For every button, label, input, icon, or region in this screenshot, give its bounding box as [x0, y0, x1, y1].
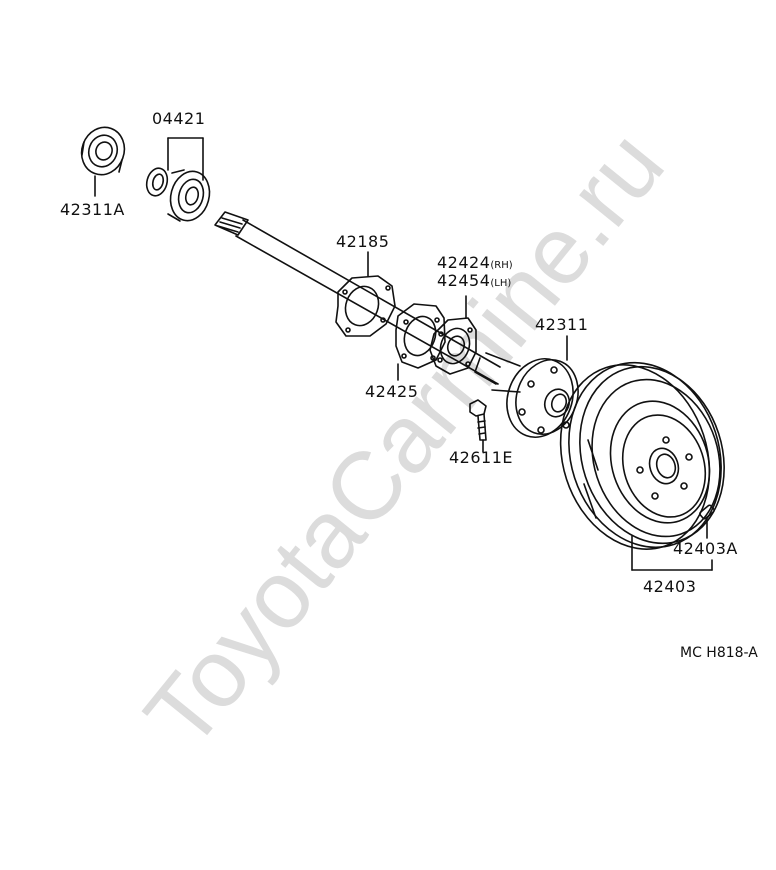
axle-shaft: [214, 211, 521, 393]
figure-code: MC H818-A: [680, 645, 758, 661]
hub-bolt-42611e: [469, 399, 487, 441]
retainer-plate-42185: [335, 251, 396, 337]
part-label-42311: 42311: [535, 315, 589, 334]
part-number-42424: 42424: [437, 253, 491, 272]
gasket-42425: [395, 303, 446, 381]
side-rh: (RH): [490, 260, 513, 271]
part-label-42425: 42425: [365, 382, 419, 401]
part-label-42454: 42454(LH): [437, 273, 511, 289]
part-label-42403a: 42403A: [673, 539, 738, 558]
clip-42403a: [699, 504, 715, 539]
bearing-retainer-42424: [429, 295, 477, 375]
part-label-42311a: 42311A: [60, 200, 125, 219]
brake-drum-42403: [559, 361, 725, 550]
part-label-42403: 42403: [643, 577, 697, 596]
bracket-42403: [631, 535, 713, 571]
part-label-42424: 42424(RH): [437, 255, 513, 271]
axle-flange-42311: [506, 335, 579, 438]
part-number-42454: 42454: [437, 271, 491, 290]
side-lh: (LH): [490, 278, 512, 289]
part-label-04421: 04421: [152, 109, 206, 128]
oil-seal-42311a: [80, 126, 126, 197]
part-label-42185: 42185: [336, 232, 390, 251]
part-label-42611e: 42611E: [449, 448, 514, 467]
bearing-04421: [145, 137, 211, 222]
